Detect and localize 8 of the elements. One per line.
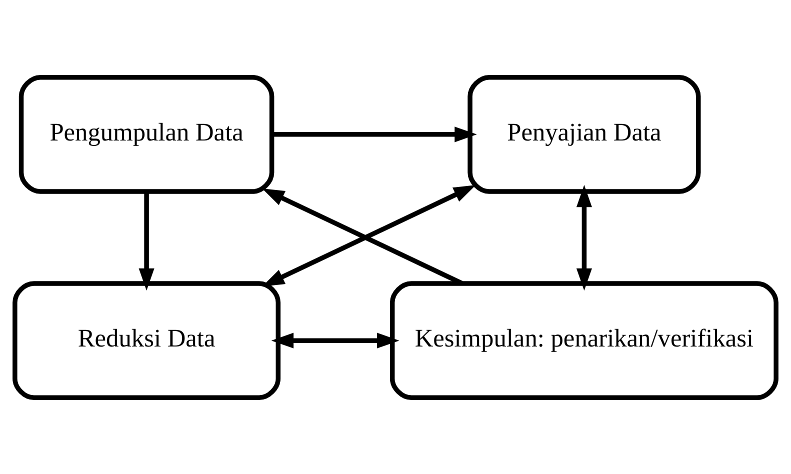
arrow xyxy=(271,332,400,348)
arrow xyxy=(138,192,154,290)
arrow xyxy=(576,184,592,290)
node-box: Kesimpulan: penarikan/verifikasi xyxy=(390,280,778,400)
node-box: Penyajian Data xyxy=(468,74,701,194)
arrow xyxy=(272,126,477,142)
node-box: Pengumpulan Data xyxy=(18,74,274,194)
node-box: Reduksi Data xyxy=(12,280,281,400)
